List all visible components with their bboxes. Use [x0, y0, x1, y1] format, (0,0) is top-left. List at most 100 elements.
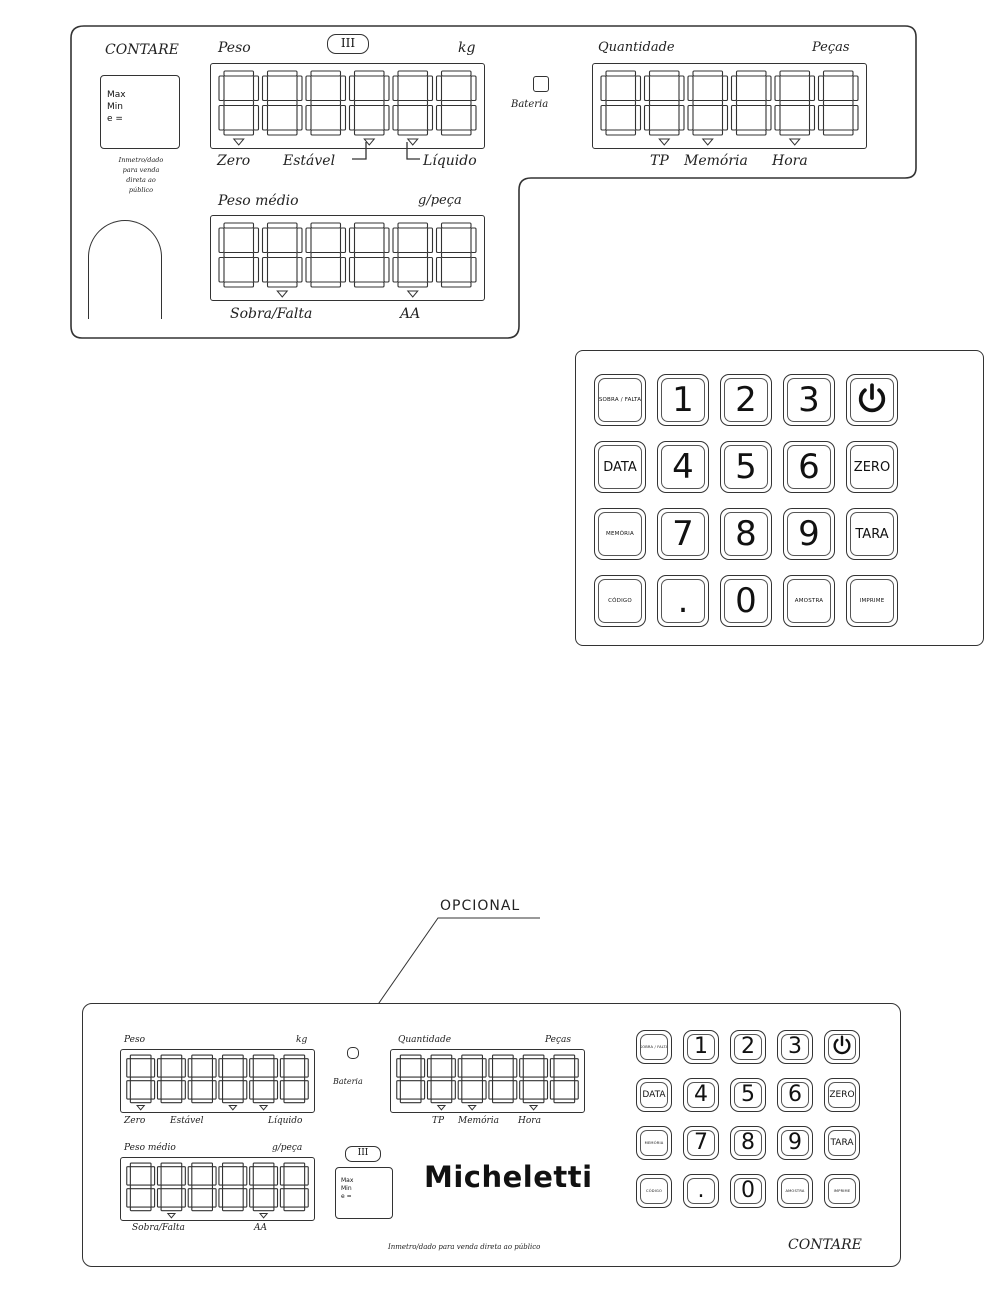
key-label: .	[697, 1178, 705, 1203]
key-9[interactable]: 9	[783, 508, 835, 560]
key-2[interactable]: 2	[720, 374, 772, 426]
key-label: 7	[672, 514, 694, 554]
avg-weight-unit: g/peça	[418, 193, 462, 208]
seven-segment-digit	[435, 70, 477, 136]
bottom-key-dot[interactable]: .	[683, 1174, 719, 1208]
indicator-memoria: Memória	[684, 153, 748, 169]
bottom-tara-key[interactable]: TARA	[824, 1126, 860, 1160]
memoria-key[interactable]: MEMÓRIA	[594, 508, 646, 560]
key-label: 8	[741, 1130, 755, 1155]
bottom-key-6[interactable]: 6	[777, 1078, 813, 1112]
indicator-arrow	[232, 138, 245, 146]
zero-key[interactable]: ZERO	[846, 441, 898, 493]
seven-segment-digit	[457, 1054, 487, 1104]
seven-segment-digit	[187, 1162, 217, 1212]
amostra-key[interactable]: AMOSTRA	[783, 575, 835, 627]
key-dot[interactable]: .	[657, 575, 709, 627]
quantity-unit: Peças	[812, 40, 850, 55]
key-label: 7	[694, 1130, 708, 1155]
key-label: MEMÓRIA	[644, 1140, 664, 1145]
key-label: CÓDIGO	[608, 597, 632, 604]
key-label: IMPRIME	[833, 1188, 851, 1193]
key-label: TARA	[830, 1138, 854, 1148]
bottom-sobra-falta-key[interactable]: SOBRA / FALTA	[636, 1030, 672, 1064]
key-label: DATA	[603, 459, 637, 475]
seven-segment-digit	[435, 222, 477, 288]
bottom-indicator-liquido: Líquido	[268, 1116, 303, 1126]
key-3[interactable]: 3	[783, 374, 835, 426]
bottom-data-key[interactable]: DATA	[636, 1078, 672, 1112]
bottom-quantity-unit: Peças	[545, 1035, 572, 1045]
seven-segment-digit	[305, 70, 347, 136]
seven-segment-digit	[279, 1054, 309, 1104]
bottom-key-2[interactable]: 2	[730, 1030, 766, 1064]
seven-segment-digit	[126, 1162, 156, 1212]
bottom-battery-label: Bateria	[333, 1077, 363, 1086]
key-label: AMOSTRA	[785, 1188, 805, 1193]
key-label: 2	[735, 380, 757, 420]
seven-segment-digit	[279, 1162, 309, 1212]
bottom-key-3[interactable]: 3	[777, 1030, 813, 1064]
seven-segment-digit	[187, 1054, 217, 1104]
avg-weight-display	[210, 215, 485, 301]
model-name: CONTARE	[105, 42, 179, 58]
bottom-amostra-key[interactable]: AMOSTRA	[777, 1174, 813, 1208]
bottom-key-4[interactable]: 4	[683, 1078, 719, 1112]
key-8[interactable]: 8	[720, 508, 772, 560]
seven-segment-digit	[218, 70, 260, 136]
bottom-indicator-memoria: Memória	[458, 1116, 500, 1126]
indicator-liquido: Líquido	[423, 153, 477, 169]
battery-led	[533, 76, 549, 92]
key-5[interactable]: 5	[720, 441, 772, 493]
bottom-key-5[interactable]: 5	[730, 1078, 766, 1112]
indicator-arrow	[406, 138, 419, 146]
bottom-codigo-key[interactable]: CÓDIGO	[636, 1174, 672, 1208]
key-label: ZERO	[829, 1090, 855, 1100]
seven-segment-digit	[817, 70, 859, 136]
key-label: 5	[735, 447, 757, 487]
bottom-key-8[interactable]: 8	[730, 1126, 766, 1160]
seven-segment-digit	[218, 1054, 248, 1104]
key-1[interactable]: 1	[657, 374, 709, 426]
indicator-leaders	[352, 142, 420, 160]
sobra-falta-key[interactable]: SOBRA / FALTA	[594, 374, 646, 426]
key-label: SOBRA / FALTA	[639, 1044, 669, 1049]
indicator-arrow	[467, 1105, 477, 1111]
seven-segment-digit	[549, 1054, 579, 1104]
weight-unit: kg	[458, 40, 476, 56]
power-key[interactable]	[846, 374, 898, 426]
data-key[interactable]: DATA	[594, 441, 646, 493]
seven-segment-digit	[218, 1162, 248, 1212]
key-0[interactable]: 0	[720, 575, 772, 627]
codigo-key[interactable]: CÓDIGO	[594, 575, 646, 627]
bottom-imprime-key[interactable]: IMPRIME	[824, 1174, 860, 1208]
power-icon	[855, 381, 889, 419]
key-4[interactable]: 4	[657, 441, 709, 493]
tara-key[interactable]: TARA	[846, 508, 898, 560]
sensor-window	[88, 220, 162, 319]
key-label: 1	[694, 1034, 708, 1059]
optional-callout: OPCIONAL	[440, 898, 521, 914]
key-label: 0	[735, 581, 757, 621]
indicator-arrow	[658, 138, 671, 146]
key-label: 1	[672, 380, 694, 420]
bottom-zero-key[interactable]: ZERO	[824, 1078, 860, 1112]
indicator-arrow	[228, 1105, 238, 1111]
key-6[interactable]: 6	[783, 441, 835, 493]
key-7[interactable]: 7	[657, 508, 709, 560]
key-label: MEMÓRIA	[606, 530, 634, 537]
seven-segment-digit	[396, 1054, 426, 1104]
seven-segment-digit	[687, 70, 729, 136]
bottom-memoria-key[interactable]: MEMÓRIA	[636, 1126, 672, 1160]
bottom-key-0[interactable]: 0	[730, 1174, 766, 1208]
bottom-key-7[interactable]: 7	[683, 1126, 719, 1160]
bottom-key-1[interactable]: 1	[683, 1030, 719, 1064]
bottom-e-label: e =	[341, 1193, 352, 1200]
key-label: 9	[798, 514, 820, 554]
imprime-key[interactable]: IMPRIME	[846, 575, 898, 627]
seven-segment-digit	[249, 1054, 279, 1104]
seven-segment-digit	[348, 222, 390, 288]
key-label: 3	[798, 380, 820, 420]
bottom-key-9[interactable]: 9	[777, 1126, 813, 1160]
bottom-power-key[interactable]	[824, 1030, 860, 1064]
